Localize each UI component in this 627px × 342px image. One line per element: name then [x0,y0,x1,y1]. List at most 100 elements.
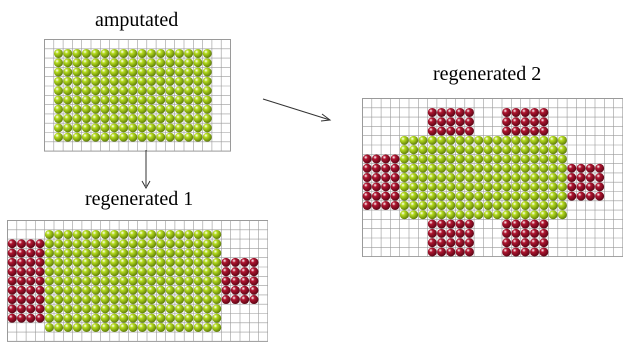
green-cell [174,58,184,68]
green-cell [147,248,157,258]
red-cell [567,173,577,183]
red-cell [26,267,36,277]
green-cell [437,154,447,164]
green-cell [128,229,138,239]
red-cell [427,219,437,229]
green-cell [119,313,129,323]
green-cell [455,191,465,201]
red-cell [221,285,231,295]
green-cell [54,239,64,249]
green-cell [91,58,101,68]
green-cell [146,58,156,68]
green-cell [81,114,91,124]
green-cell [455,182,465,192]
green-cell [82,267,92,277]
green-cell [212,322,222,332]
red-cell [35,295,45,305]
green-cell [530,163,540,173]
red-cell [455,117,465,127]
green-cell [399,145,409,155]
green-cell [184,76,194,86]
green-cell [202,248,212,258]
green-cell [109,86,119,96]
green-cell [418,154,428,164]
green-cell [91,123,101,133]
green-cell [193,239,203,249]
red-cell [371,154,381,164]
green-cell [446,135,456,145]
green-cell [119,67,129,77]
green-cell [502,135,512,145]
red-cell [511,238,521,248]
green-cell [446,191,456,201]
green-cell [100,276,110,286]
green-cell [174,86,184,96]
green-cell [72,229,82,239]
green-cell [193,257,203,267]
green-cell [91,104,101,114]
green-cell [72,313,82,323]
green-cell [63,248,73,258]
green-cell [53,104,63,114]
green-cell [91,313,101,323]
green-cell [193,229,203,239]
green-cell [446,154,456,164]
green-cell [399,135,409,145]
red-cell [7,295,17,305]
red-cell [221,295,231,305]
green-cell [72,304,82,314]
green-cell [165,304,175,314]
green-cell [81,95,91,105]
green-cell [54,248,64,258]
green-cell [156,95,166,105]
red-cell [35,257,45,267]
green-cell [137,322,147,332]
green-cell [147,322,157,332]
green-cell [548,145,558,155]
green-cell [202,257,212,267]
red-cell [390,191,400,201]
red-cell [446,228,456,238]
green-cell [156,267,166,277]
green-cell [483,200,493,210]
green-cell [156,257,166,267]
green-cell [437,173,447,183]
green-cell [455,210,465,220]
green-cell [72,123,82,133]
green-cell [54,285,64,295]
regenerated-2-grid [362,98,624,258]
green-cell [399,200,409,210]
green-cell [502,191,512,201]
green-cell [165,48,175,58]
red-cell [455,126,465,136]
green-cell [175,229,185,239]
green-cell [119,304,129,314]
green-cell [146,132,156,142]
green-cell [175,322,185,332]
red-cell [539,247,549,257]
green-cell [511,173,521,183]
green-cell [147,295,157,305]
green-cell [174,104,184,114]
red-cell [455,228,465,238]
green-cell [53,86,63,96]
red-cell [511,228,521,238]
green-cell [137,304,147,314]
green-cell [119,86,129,96]
red-cell [381,191,391,201]
green-cell [184,67,194,77]
green-cell [109,104,119,114]
green-cell [455,163,465,173]
red-cell [511,247,521,257]
green-cell [156,114,166,124]
green-cell [109,67,119,77]
green-cell [202,229,212,239]
green-cell [511,200,521,210]
green-cell [464,191,474,201]
red-cell [530,247,540,257]
green-cell [175,257,185,267]
green-cell [165,229,175,239]
red-cell [455,107,465,117]
red-cell [221,267,231,277]
green-cell [212,248,222,258]
